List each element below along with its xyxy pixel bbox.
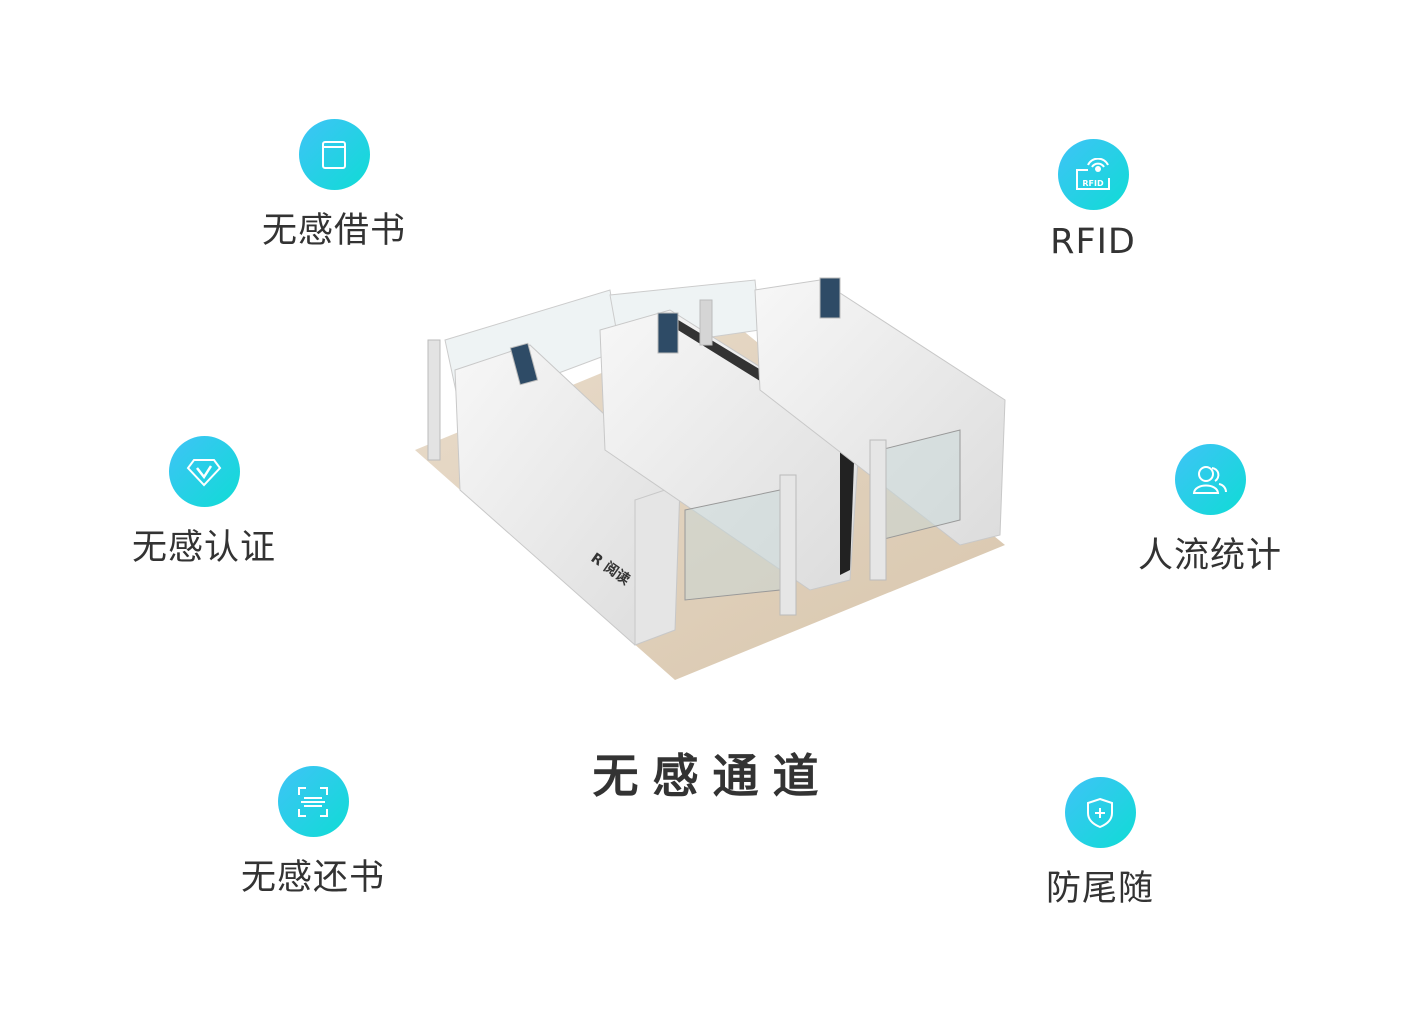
feature-label: 人流统计 xyxy=(1137,536,1282,576)
rfid-icon: RFID xyxy=(1057,139,1129,210)
page-title: 无感通道 xyxy=(592,749,833,803)
feature-label: RFID xyxy=(1050,222,1136,262)
svg-text:RFID: RFID xyxy=(1082,179,1104,188)
feature-anti-tailgating: 防尾随 xyxy=(980,777,1220,911)
feature-return: 无感还书 xyxy=(193,766,433,900)
book-icon xyxy=(298,119,370,190)
feature-verify: 无感认证 xyxy=(84,436,324,570)
feature-label: 防尾随 xyxy=(1045,869,1154,909)
feature-people-count: 人流统计 xyxy=(1090,444,1330,578)
scan-icon xyxy=(277,766,349,837)
diamond-check-icon xyxy=(168,436,240,507)
people-icon xyxy=(1174,444,1246,515)
feature-label: 无感借书 xyxy=(261,211,406,251)
access-gate-product-image: R 阅读 xyxy=(415,277,1006,680)
shield-plus-icon xyxy=(1064,777,1136,848)
feature-borrow: 无感借书 xyxy=(214,119,454,253)
feature-label: 无感还书 xyxy=(240,858,385,898)
feature-rfid: RFID RFID xyxy=(973,139,1213,262)
feature-label: 无感认证 xyxy=(131,528,276,568)
